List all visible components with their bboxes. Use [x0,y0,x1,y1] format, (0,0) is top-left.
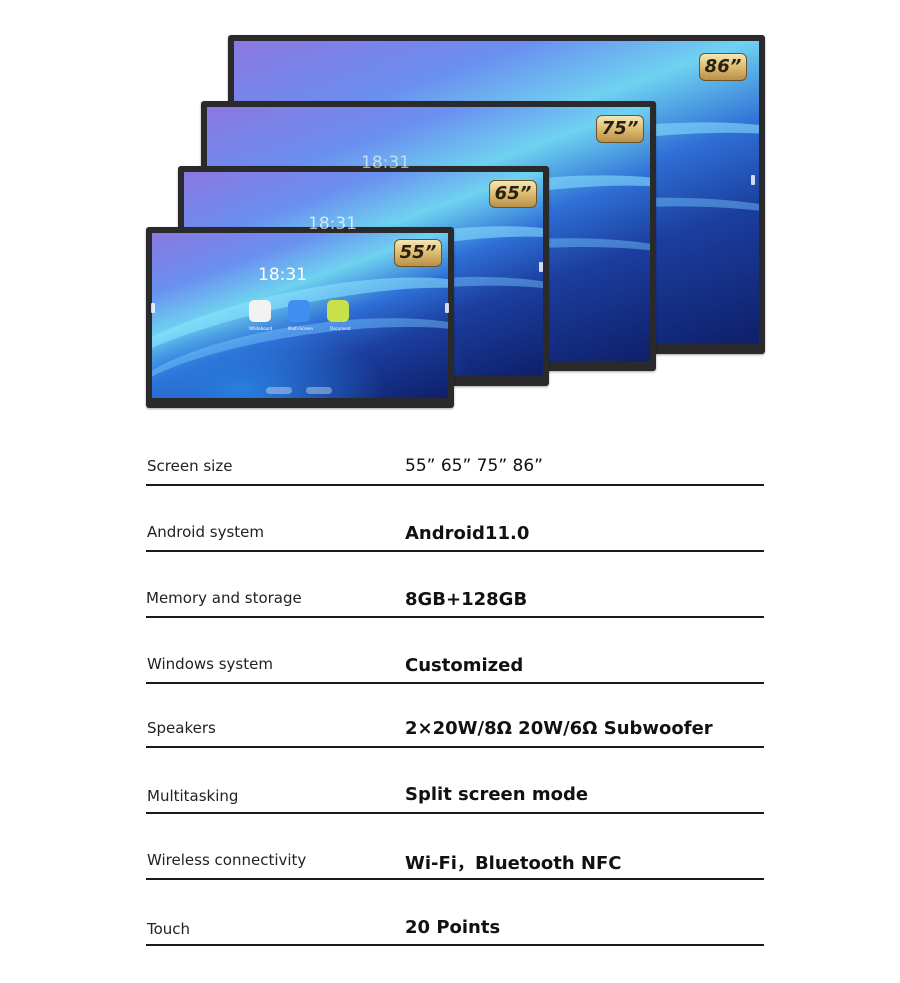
spec-label: Speakers [147,719,216,737]
spec-label: Android system [147,523,264,541]
clock-widget: 18:31 [258,265,307,285]
whiteboard-app-icon[interactable] [249,300,271,322]
spec-label: Windows system [147,655,273,673]
spec-row-screen-size: Screen size 55” 65” 75” 86” [146,432,764,486]
spec-value: 2×20W/8Ω 20W/6Ω Subwoofer [405,718,713,739]
size-badge-55: 55” [394,239,442,267]
clock-widget: 18:31 [361,153,410,173]
spec-row-multitasking: Multitasking Split screen mode [146,760,764,814]
multi-screen-app-icon[interactable] [288,300,310,322]
spec-value: Android11.0 [405,523,530,544]
spec-label: Memory and storage [146,589,302,607]
side-handle [751,175,755,185]
spec-value: 55” 65” 75” 86” [405,456,543,476]
spec-label: Screen size [147,457,233,475]
spec-row-memory-storage: Memory and storage 8GB+128GB [146,564,764,618]
size-badge-75: 75” [596,115,644,143]
spec-row-wireless: Wireless connectivity Wi-Fi，Bluetooth NF… [146,826,764,880]
spec-row-speakers: Speakers 2×20W/8Ω 20W/6Ω Subwoofer [146,694,764,748]
document-app-icon[interactable] [327,300,349,322]
spec-value: 20 Points [405,917,501,938]
display-55-inch: 18:31 Whiteboard Multi-Screen Document 5… [146,227,454,408]
side-handle [445,303,449,313]
spec-value: Split screen mode [405,784,589,805]
more-apps-pill[interactable] [306,387,332,394]
spec-value: 8GB+128GB [405,589,528,610]
spec-label: Touch [147,920,191,938]
spec-row-touch: Touch 20 Points [146,892,764,946]
spec-value: Customized [405,655,524,676]
spec-label: Multitasking [147,787,239,805]
clock-widget: 18:31 [308,214,357,234]
size-badge-65: 65” [489,180,537,208]
product-hero-image: 86” 18:31 75” 18:31 65” 18:31 Whiteboard… [0,0,900,420]
multi-screen-app-label: Multi-Screen [288,326,313,331]
spec-row-android-system: Android system Android11.0 [146,498,764,552]
whiteboard-app-label: Whiteboard [249,326,273,331]
document-app-label: Document [330,326,351,331]
spec-label: Wireless connectivity [147,851,307,869]
spec-value: Wi-Fi，Bluetooth NFC [405,853,622,874]
size-badge-86: 86” [699,53,747,81]
side-handle [151,303,155,313]
spec-row-windows-system: Windows system Customized [146,630,764,684]
side-handle [539,262,543,272]
windows-pill[interactable] [266,387,292,394]
